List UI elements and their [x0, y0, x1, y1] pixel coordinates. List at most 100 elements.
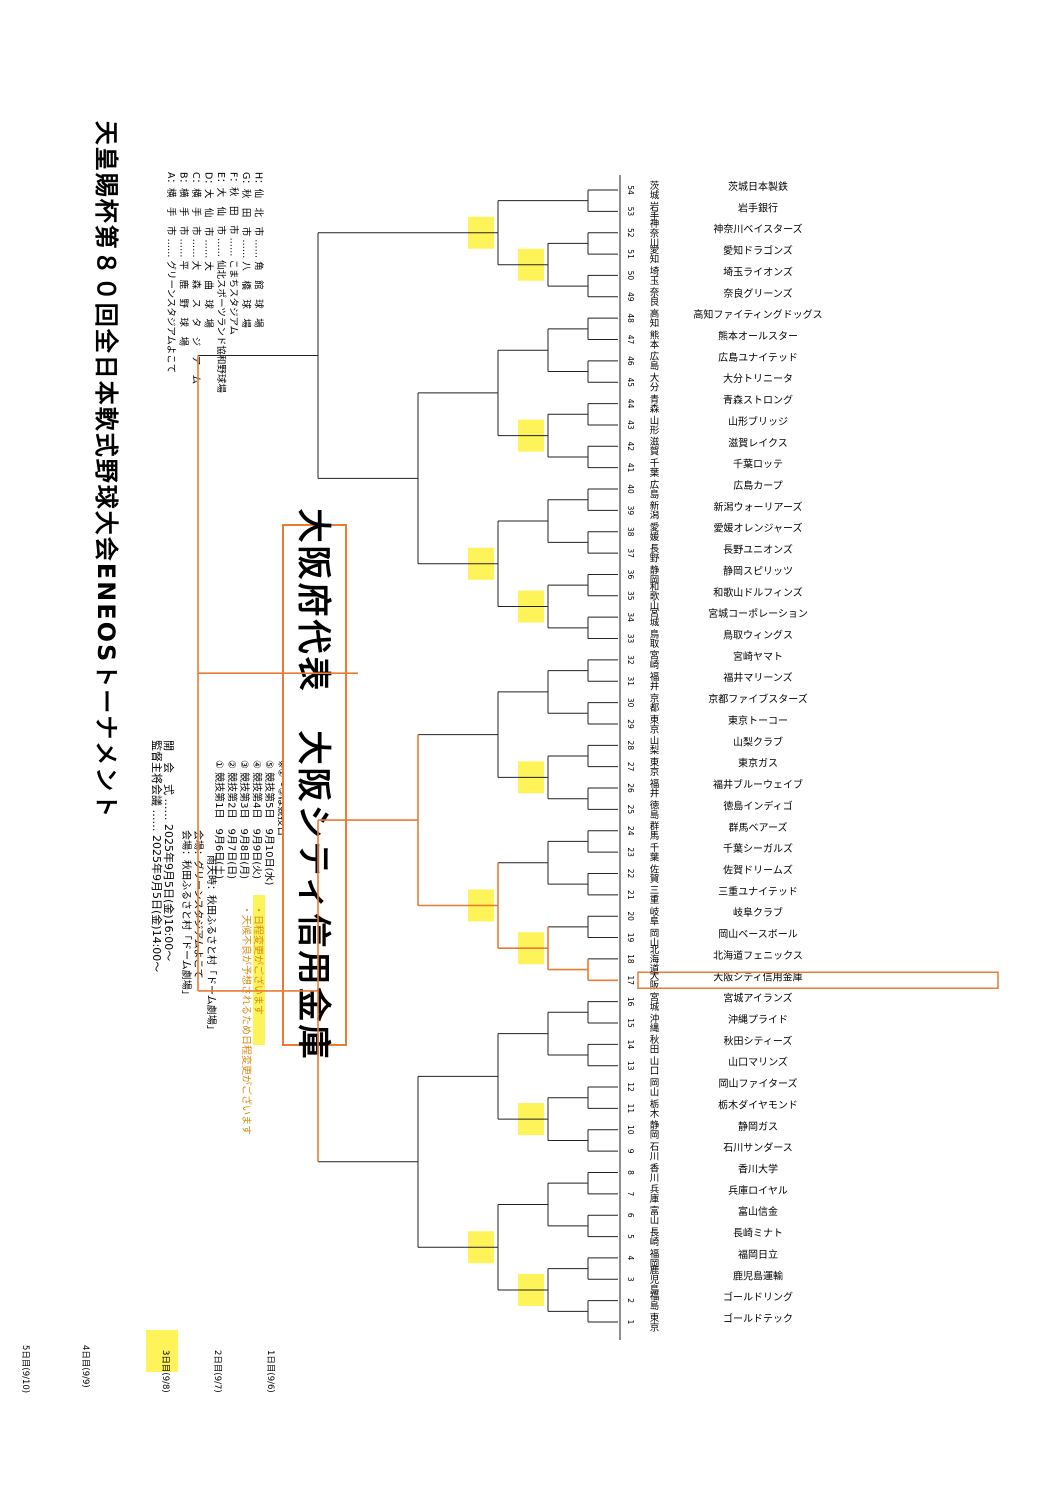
team-name: 大分トリニータ — [723, 372, 793, 385]
team-name: 京都ファイブスターズ — [708, 693, 808, 706]
venue-item: G：秋 田 市 …… 八 橋 球 場 — [240, 172, 252, 328]
winner-box: 大阪府代表 大阪シティ信用金庫 — [282, 509, 347, 1061]
team-number: 52 — [626, 228, 635, 238]
team-name: 広島カープ — [733, 479, 782, 492]
team-name: ゴールドテック — [723, 1312, 793, 1325]
team-number: 24 — [626, 826, 635, 836]
team-name: 岡山ベースボール — [718, 929, 798, 941]
team-prefecture: 徳島 — [648, 799, 660, 820]
team-prefecture: 富山 — [648, 1205, 660, 1225]
team-name: 鹿児島運輸 — [733, 1269, 783, 1282]
team-number: 33 — [626, 634, 635, 644]
team-name: 岐阜クラブ — [733, 906, 783, 919]
header-block: 天皇賜杯第８０回全日本軟式野球大会ENEOSトーナメント 監督主将会議 …… 2… — [92, 121, 289, 1135]
team-number: 38 — [626, 527, 635, 537]
team-prefecture: 埼玉 — [648, 265, 660, 285]
team-number: 15 — [626, 1018, 635, 1028]
team-prefecture: 静岡 — [648, 1120, 660, 1141]
team-name: 静岡ガス — [738, 1120, 778, 1133]
team-number: 45 — [626, 377, 635, 387]
team-name: 福井ブルーウェイブ — [713, 778, 803, 791]
team-prefecture: 宮城 — [648, 991, 660, 1012]
schedule-item: ③ 競技第3日 9月8日(月) — [238, 760, 251, 879]
team-name: 奈良グリーンズ — [723, 287, 792, 300]
team-number: 11 — [626, 1104, 635, 1114]
team-name: 長野ユニオンズ — [723, 543, 793, 556]
team-prefecture: 佐賀 — [648, 863, 660, 884]
round-label: 3日目(9/8) — [160, 1350, 170, 1393]
team-name: 広島ユナイテッド — [718, 351, 798, 364]
team-number: 7 — [626, 1191, 635, 1196]
round-label: 2日目(9/7) — [212, 1350, 222, 1393]
team-number: 29 — [626, 719, 635, 729]
team-name: 福岡日立 — [738, 1248, 778, 1261]
team-prefecture: 大阪 — [648, 970, 660, 991]
team-prefecture: 静岡 — [648, 564, 660, 585]
notice-2: ・日程変更がございます — [252, 905, 265, 1015]
team-number: 50 — [626, 271, 635, 281]
team-number: 8 — [626, 1170, 635, 1175]
team-name: 滋賀レイクス — [728, 436, 788, 449]
team-prefecture: 山梨 — [648, 736, 660, 756]
team-prefecture: 石川 — [648, 1142, 660, 1161]
team-number: 40 — [626, 484, 635, 494]
team-prefecture: 滋賀 — [648, 436, 660, 457]
schedule-list: ① 競技第1日 9月6日(土)② 競技第2日 9月7日(日)③ 競技第3日 9月… — [213, 760, 289, 885]
venue-item: H：仙 北 市 …… 角 館 球 場 — [253, 172, 265, 328]
team-entry: 29 東京 東京トーコー — [626, 714, 788, 735]
round-label: 1日目(9/6) — [265, 1350, 275, 1393]
schedule-item: ⑤ 競技第5日 9月10日(水) — [263, 760, 276, 885]
team-prefecture: 三重 — [648, 885, 660, 904]
team-number: 35 — [626, 591, 635, 601]
team-prefecture: 福島 — [648, 1291, 660, 1312]
team-prefecture: 岐阜 — [648, 906, 660, 927]
team-number: 28 — [626, 741, 635, 751]
team-number: 30 — [626, 698, 635, 708]
team-name: ゴールドリング — [723, 1291, 793, 1304]
team-name: 岡山ファイターズ — [718, 1077, 797, 1090]
team-prefecture: 千葉 — [648, 843, 660, 863]
team-name: 栃木ダイヤモンド — [718, 1098, 798, 1111]
team-prefecture: 千葉 — [648, 458, 660, 478]
team-name: 東京トーコー — [728, 714, 788, 727]
page-title: 天皇賜杯第８０回全日本軟式野球大会ENEOSトーナメント — [92, 121, 120, 820]
team-name: 宮崎ヤマト — [733, 650, 783, 663]
team-number: 4 — [626, 1256, 635, 1261]
team-number: 21 — [626, 890, 635, 900]
team-name: 鳥取ウィングス — [723, 629, 793, 642]
team-name: 大阪シティ信用金庫 — [713, 970, 802, 983]
team-number: 42 — [626, 442, 635, 452]
team-prefecture: 山口 — [648, 1056, 659, 1075]
team-number: 49 — [626, 292, 635, 302]
round-labels: 5日目(9/10)4日目(9/9)3日目(9/8)2日目(9/7)1日目(9/6… — [20, 1330, 275, 1393]
team-name: 山梨クラブ — [733, 735, 783, 748]
team-prefecture: 福井 — [648, 778, 660, 799]
team-name: 宮城アイランズ — [723, 992, 792, 1005]
team-name: 徳島インディゴ — [723, 799, 792, 812]
team-prefecture: 山形 — [648, 415, 660, 435]
team-prefecture: 青森 — [648, 393, 660, 414]
team-name: 千葉シーガルズ — [723, 842, 793, 855]
team-number: 27 — [626, 762, 635, 772]
team-prefecture: 岩手 — [648, 201, 660, 222]
team-prefecture: 東京 — [648, 714, 660, 735]
team-name: 高知ファイティングドッグス — [693, 308, 822, 321]
